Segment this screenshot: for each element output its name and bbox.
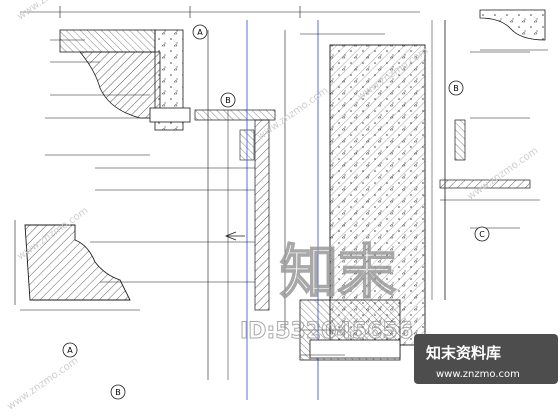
svg-text:ID:532045656: ID:532045656 — [240, 319, 413, 344]
section-ref-b-right: B — [448, 80, 464, 96]
svg-text:A: A — [197, 28, 203, 37]
svg-text:www.znzmo.com: www.znzmo.com — [5, 355, 80, 412]
svg-text:B: B — [453, 84, 459, 93]
svg-text:C: C — [479, 230, 485, 239]
svg-text:知末: 知末 — [280, 238, 396, 306]
svg-text:B: B — [225, 96, 231, 105]
svg-text:www.znzmo.com: www.znzmo.com — [15, 0, 90, 22]
section-ref-a-top: A — [192, 24, 208, 40]
right-wall-detail — [431, 20, 540, 300]
watermark-logo: 知末 ID:532045656 — [240, 237, 414, 344]
section-ref-a-bottom: A — [62, 342, 78, 358]
svg-text:www.znzmo.com: www.znzmo.com — [465, 145, 540, 202]
left-cornice-section — [59, 29, 191, 131]
top-dimension-line — [20, 6, 420, 18]
brand-badge: 知末资料库 www.znzmo.com — [414, 334, 558, 384]
leader-lines — [45, 33, 530, 356]
section-ref-b-mid: B — [220, 92, 236, 108]
svg-text:www.znzmo.com: www.znzmo.com — [436, 369, 520, 380]
section-ref-b-bottom: B — [110, 384, 126, 400]
bottom-left-cornice-profile — [14, 220, 140, 311]
section-ref-c: C — [474, 226, 490, 242]
svg-text:B: B — [115, 388, 121, 397]
svg-text:知末资料库: 知末资料库 — [426, 344, 501, 362]
break-arrow — [224, 231, 245, 241]
central-wall-panel — [194, 30, 286, 380]
svg-text:A: A — [67, 346, 73, 355]
top-right-cornice-detail — [479, 9, 548, 51]
